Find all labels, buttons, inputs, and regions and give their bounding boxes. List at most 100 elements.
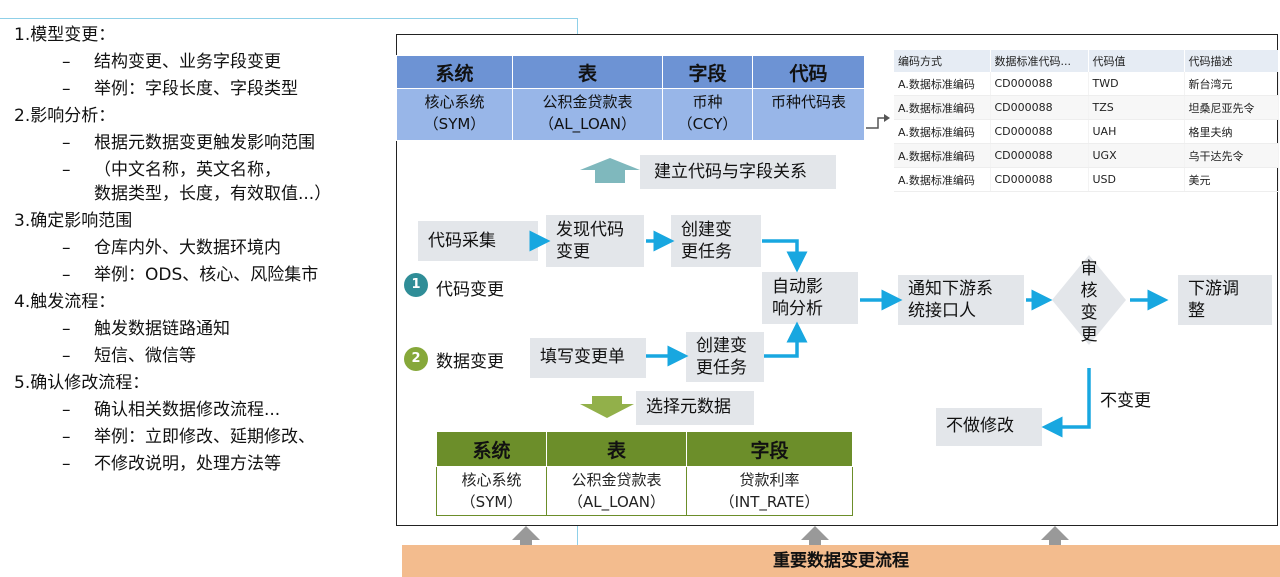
table-cell: TZS (1088, 95, 1185, 120)
process-title-bar: 重要数据变更流程 (402, 545, 1280, 577)
up-arrow-block (580, 158, 640, 183)
header-table: 表 (546, 431, 687, 467)
table-cell: A.数据标准编码 (894, 119, 991, 144)
outline-item: 确认相关数据修改流程... (94, 400, 281, 420)
outline-heading: 1.模型变更： (14, 25, 116, 45)
table-cell: CD000088 (990, 143, 1089, 168)
outline-item: 仓库内外、大数据环境内 (94, 238, 281, 258)
table-cell: CD000088 (990, 72, 1089, 96)
step-2-badge: 2 (404, 347, 428, 371)
table-cell: UGX (1088, 143, 1185, 168)
no-change-label: 不变更 (1100, 391, 1151, 411)
outline-heading: 3.确定影响范围 (14, 211, 133, 231)
step-1-badge: 1 (404, 273, 428, 297)
table-cell: TWD (1088, 72, 1185, 96)
auto-analysis-box: 自动影响分析 (762, 272, 858, 324)
bullet-dash: – (62, 79, 71, 99)
bullet-dash: – (62, 427, 71, 447)
cell-system: 核心系统（SYM） (396, 88, 513, 141)
outline-item: 数据类型，长度，有效取值...） (94, 184, 332, 204)
notify-box: 通知下游系统接口人 (898, 275, 1024, 325)
table-cell: USD (1088, 167, 1185, 192)
header-field: 字段 (662, 55, 753, 89)
code-collect-box: 代码采集 (418, 221, 538, 261)
fill-form-box: 填写变更单 (530, 338, 646, 378)
detail-connector (866, 117, 888, 129)
table-cell: 新台湾元 (1184, 72, 1279, 96)
table-cell: A.数据标准编码 (894, 143, 991, 168)
detail-header: 数据标准代码... (990, 50, 1089, 72)
outline-item: 短信、微信等 (94, 346, 196, 366)
gray-up-arrow (512, 526, 540, 546)
cell-table: 公积金贷款表（AL_LOAN） (546, 466, 687, 516)
down-arrow-block (580, 396, 634, 418)
table-cell: A.数据标准编码 (894, 167, 991, 192)
no-modify-box: 不做修改 (936, 408, 1042, 446)
select-meta-box: 选择元数据 (636, 391, 754, 425)
outline-heading: 4.触发流程： (14, 292, 116, 312)
create-task-box: 创建变更任务 (671, 215, 761, 267)
cell-code: 币种代码表 (752, 88, 865, 141)
cell-table: 公积金贷款表（AL_LOAN） (512, 88, 663, 141)
arrow (764, 321, 808, 358)
header-field: 字段 (686, 431, 853, 467)
outline-item: 不修改说明，处理方法等 (94, 454, 281, 474)
table-cell: 美元 (1184, 167, 1279, 192)
detail-header: 代码值 (1088, 50, 1185, 72)
gray-up-arrow (801, 526, 829, 546)
cell-system: 核心系统（SYM） (436, 466, 547, 516)
outline-item: （中文名称，英文名称， (94, 160, 281, 180)
bullet-dash: – (62, 400, 71, 420)
table-cell: CD000088 (990, 167, 1089, 192)
bullet-dash: – (62, 346, 71, 366)
outline-heading: 5.确认修改流程： (14, 373, 150, 393)
table-cell: UAH (1088, 119, 1185, 144)
discover-change-box: 发现代码变更 (546, 215, 644, 267)
bullet-dash: – (62, 133, 71, 153)
detail-header: 编码方式 (894, 50, 991, 72)
table-cell: A.数据标准编码 (894, 72, 991, 96)
outline-item: 举例：字段长度、字段类型 (94, 79, 298, 99)
build-relation-box: 建立代码与字段关系 (640, 155, 836, 189)
cell-field: 币种（CCY） (662, 88, 753, 141)
outline-item: 举例：ODS、核心、风险集市 (94, 265, 319, 285)
cell-field: 贷款利率（INT_RATE） (686, 466, 853, 516)
review-diamond (1052, 255, 1126, 345)
table-cell: 坦桑尼亚先令 (1184, 95, 1279, 120)
field-table: 系统 表 字段 核心系统（SYM） 公积金贷款表（AL_LOAN） 贷款利率（I… (436, 431, 853, 516)
header-table: 表 (512, 55, 663, 89)
outline-item: 举例：立即修改、延期修改、 (94, 427, 315, 447)
gray-up-arrow (1041, 526, 1069, 546)
detail-header: 代码描述 (1184, 50, 1279, 72)
bullet-dash: – (62, 454, 71, 474)
outline-item: 触发数据链路通知 (94, 319, 230, 339)
table-cell: 格里夫纳 (1184, 119, 1279, 144)
bullet-dash: – (62, 319, 71, 339)
outline-item: 根据元数据变更触发影响范围 (94, 133, 315, 153)
table-cell: CD000088 (990, 95, 1089, 120)
code-mapping-table: 系统 表 字段 代码 核心系统（SYM） 公积金贷款表（AL_LOAN） 币种（… (396, 55, 865, 141)
review-text: 审核变更 (1080, 259, 1098, 345)
data-change-label: 数据变更 (436, 352, 504, 372)
create-task-box-2: 创建变更任务 (686, 332, 764, 382)
header-code: 代码 (752, 55, 865, 89)
downstream-box: 下游调整 (1178, 275, 1272, 325)
code-change-label: 代码变更 (436, 280, 504, 300)
arrow (762, 239, 808, 273)
bullet-dash: – (62, 160, 71, 180)
outline-item: 结构变更、业务字段变更 (94, 52, 281, 72)
bullet-dash: – (62, 52, 71, 72)
table-cell: A.数据标准编码 (894, 95, 991, 120)
arrow (1041, 368, 1091, 438)
outline-heading: 2.影响分析： (14, 106, 116, 126)
bullet-dash: – (62, 265, 71, 285)
bullet-dash: – (62, 238, 71, 258)
table-cell: CD000088 (990, 119, 1089, 144)
